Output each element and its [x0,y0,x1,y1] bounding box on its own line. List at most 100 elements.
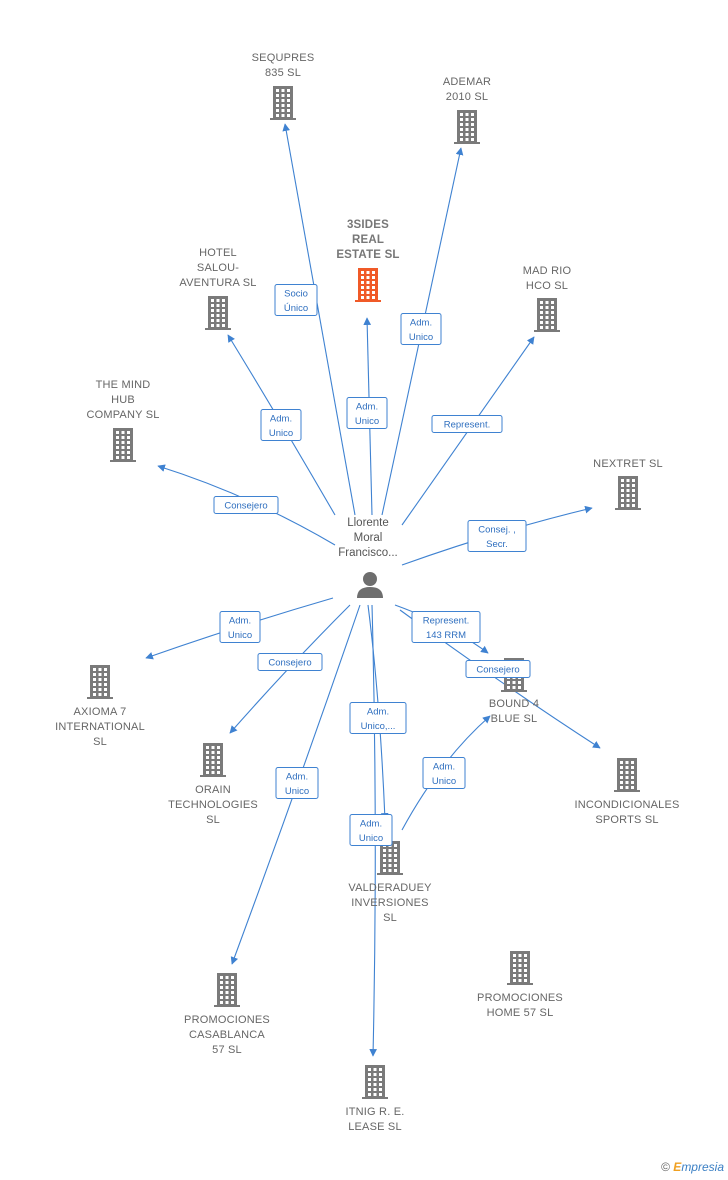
relation-badge-text: Adm. [229,616,251,627]
company-name-line: 57 SL [212,1044,242,1056]
company-node-promhome[interactable]: PROMOCIONES HOME 57 SL [477,951,563,1019]
company-name-line: HUB [111,394,135,406]
person-node[interactable]: LlorenteMoralFrancisco... [338,517,398,598]
relation-badge-orain[interactable]: Consejero [257,653,323,671]
relation-badge-text: Unico [409,332,433,343]
company-name-line: INTERNATIONAL [55,721,145,733]
relation-badge-bound4[interactable]: Represent.143 RRM [411,611,481,643]
company-node-itnig[interactable]: ITNIG R. E.LEASE SL [345,1065,404,1133]
relation-badge-text: Adm. [410,318,432,329]
relation-badge-text: Unico [432,776,456,787]
company-name-line: PROMOCIONES [477,992,563,1004]
relation-badge-promcasa[interactable]: Adm. Unico [275,767,319,799]
company-name-line: COMPANY SL [86,409,159,421]
person-name-line: Llorente [347,517,389,529]
company-node-madrio[interactable]: MAD RIO HCO SL [523,265,572,332]
footer-brand: © Empresia [661,1160,724,1174]
relation-badge-valderaduey[interactable]: Adm.Unico,... [349,702,407,734]
relation-badge-text: Unico [285,786,309,797]
building-icon [355,268,381,302]
relation-badge-incond[interactable]: Consejero [465,660,531,678]
company-name-line: AXIOMA 7 [74,706,127,718]
company-name-line: AVENTURA SL [179,277,256,289]
relation-badge-itnig[interactable]: Adm. Unico [349,814,393,846]
company-node-orain[interactable]: ORAIN TECHNOLOGIES SL [168,743,258,826]
building-icon [205,296,231,330]
company-node-mindhub[interactable]: THE MIND HUB COMPANY SL [86,379,159,462]
company-name-line: SEQUPRES [252,52,315,64]
company-name-line: THE MIND [96,379,151,391]
company-name-line: SL [383,912,397,924]
relation-badge-text: Adm. [286,772,308,783]
relation-badge-text: Adm. [367,707,389,718]
company-name-line: 3SIDES [347,219,389,231]
company-name-line: SL [93,736,107,748]
company-name-line: BOUND 4 [489,698,539,710]
relation-badge-text: Unico [355,416,379,427]
building-icon [615,476,641,510]
company-node-axioma[interactable]: AXIOMA 7 INTERNATIONAL SL [55,665,145,748]
relation-badge-nextret[interactable]: Consej. , Secr. [467,520,527,552]
relation-badge-text: Adm. [356,402,378,413]
relation-badge-text: Adm. [270,414,292,425]
company-name-line: SPORTS SL [595,814,658,826]
building-icon [87,665,113,699]
building-icon [214,973,240,1007]
building-icon [362,1065,388,1099]
company-node-ademar[interactable]: ADEMAR 2010 SL [443,76,491,144]
relation-badge-text: Adm. [360,819,382,830]
company-name-line: MAD RIO [523,265,572,277]
company-name-line: BLUE SL [491,713,538,725]
relation-badge-text: Unico [359,833,383,844]
company-name-line: ITNIG R. E. [345,1106,404,1118]
brand-logo-initial: E [673,1160,682,1174]
company-name-line: HOME 57 SL [487,1007,554,1019]
relation-badge-text: Consejero [268,658,311,669]
building-icon [614,758,640,792]
relation-badge-text: Secr. [486,539,508,550]
company-node-nextret[interactable]: NEXTRET SL [593,458,663,510]
company-name-line: SL [206,814,220,826]
relation-badge-hotel[interactable]: Adm. Unico [260,409,302,441]
company-name-line: ORAIN [195,784,231,796]
relation-badge-text: Único [284,303,308,314]
company-name-line: ESTATE SL [336,249,399,261]
company-name-line: PROMOCIONES [184,1014,270,1026]
building-icon [454,110,480,144]
relation-badge-axioma[interactable]: Adm. Unico [219,611,261,643]
company-name-line: ADEMAR [443,76,491,88]
relation-badge-ademar[interactable]: Adm. Unico [400,313,442,345]
relation-badge-text: Consej. , [478,525,516,536]
building-icon [110,428,136,462]
building-icon [377,841,403,875]
relation-badge-text: Unico [228,630,252,641]
company-name-line: HCO SL [526,280,568,292]
relation-badge-text: Socio [284,289,308,300]
relation-line-sequpres [282,123,356,516]
relation-badge-text: Unico [269,428,293,439]
copyright-symbol: © [661,1160,670,1174]
company-name-line: VALDERADUEY [348,882,432,894]
building-icon [200,743,226,777]
building-icon [270,86,296,120]
company-name-line: CASABLANCA [189,1029,265,1041]
relation-badge-bound4[interactable]: Adm. Unico [422,757,466,789]
company-name-line: SALOU- [197,262,239,274]
relation-badge-text: Represent. [444,420,490,431]
relation-badge-3sides[interactable]: Adm. Unico [346,397,388,429]
company-name-line: 2010 SL [446,91,488,103]
company-name-line: TECHNOLOGIES [168,799,258,811]
relation-badge-mindhub[interactable]: Consejero [213,496,279,514]
company-node-promcasa[interactable]: PROMOCIONES CASABLANCA 57 SL [184,973,270,1056]
relation-badge-text: Consejero [476,665,519,676]
relation-badge-madrio[interactable]: Represent. [431,415,503,433]
brand-logo-text: mpresia [681,1160,724,1174]
relation-badge-text: Adm. [433,762,455,773]
relation-badge-text: 143 RRM [426,630,466,641]
